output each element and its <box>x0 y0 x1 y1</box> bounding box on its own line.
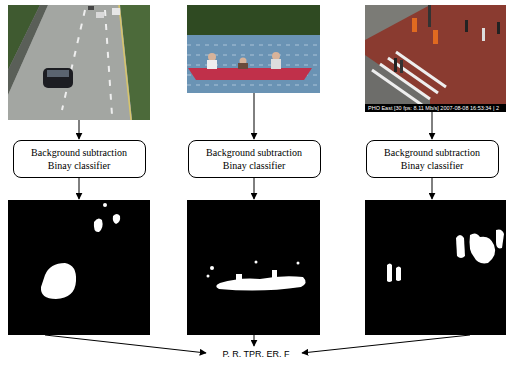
highway-photo <box>8 5 150 120</box>
mask-2 <box>187 200 320 335</box>
mask-3 <box>365 200 506 335</box>
box-text: Background subtraction Binay classifier <box>195 146 314 173</box>
plaza-photo <box>365 5 506 112</box>
box-text: Background subtraction Binay classifier <box>373 146 492 173</box>
process-box: Background subtraction Binay classifier <box>13 140 146 178</box>
mask-1 <box>8 200 150 335</box>
metrics-label: P. R. TPR. ER. F <box>220 349 291 359</box>
box-text: Background subtraction Binay classifier <box>20 146 139 173</box>
flow-arrows <box>45 93 470 353</box>
process-box: Background subtraction Binay classifier <box>366 140 499 178</box>
canoe-photo <box>187 5 320 93</box>
watermark: PHO East [30 fps: 8.11 Mb/s] 2007-08-08 … <box>368 105 499 111</box>
process-box: Background subtraction Binay classifier <box>188 140 321 178</box>
